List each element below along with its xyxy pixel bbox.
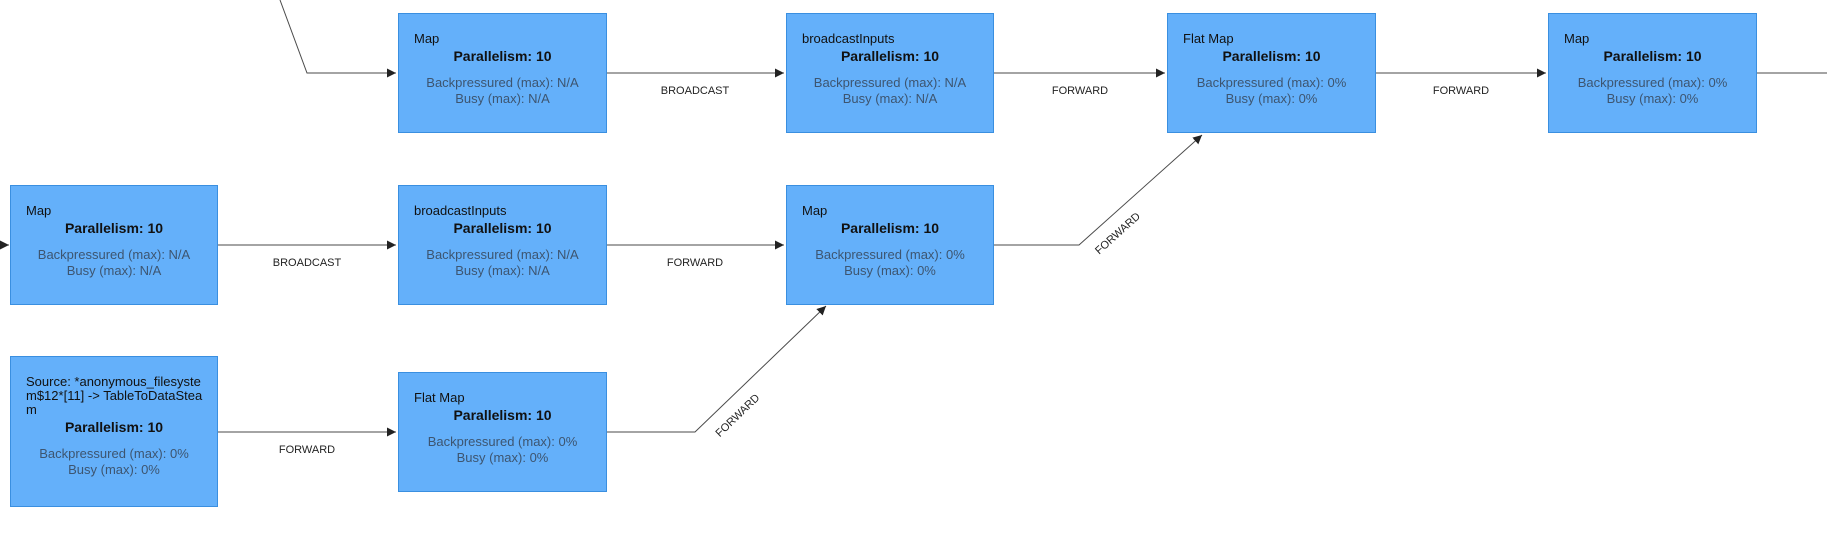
operator-node-broadcast-inputs[interactable]: broadcastInputs Parallelism: 10 Backpres… [398, 185, 607, 305]
node-backpressured: Backpressured (max): N/A [426, 247, 579, 262]
node-busy: Busy (max): 0% [456, 450, 549, 465]
node-backpressured: Backpressured (max): 0% [427, 434, 578, 449]
operator-node-flat-map[interactable]: Flat Map Parallelism: 10 Backpressured (… [1167, 13, 1376, 133]
operator-node-broadcast-inputs[interactable]: broadcastInputs Parallelism: 10 Backpres… [786, 13, 994, 133]
node-title: Map [802, 203, 828, 218]
node-parallelism: Parallelism: 10 [64, 220, 164, 236]
operator-node-map[interactable]: Map Parallelism: 10 Backpressured (max):… [10, 185, 218, 305]
node-busy: Busy (max): 0% [68, 462, 160, 477]
node-title: Flat Map [1183, 31, 1234, 46]
node-parallelism: Parallelism: 10 [453, 407, 552, 423]
node-busy: Busy (max): 0% [844, 263, 936, 278]
node-title: Map [1564, 31, 1590, 46]
node-backpressured: Backpressured (max): N/A [37, 247, 191, 262]
node-title: Source: *anonymous_filesystem$12*[11] ->… [26, 374, 203, 417]
node-busy: Busy (max): 0% [1225, 91, 1318, 106]
edge-label: FORWARD [279, 444, 335, 456]
node-busy: Busy (max): N/A [66, 263, 162, 278]
node-parallelism: Parallelism: 10 [1222, 48, 1321, 64]
node-busy: Busy (max): N/A [842, 91, 938, 106]
node-backpressured: Backpressured (max): 0% [815, 247, 965, 262]
node-parallelism: Parallelism: 10 [453, 220, 552, 236]
edge-label: FORWARD [1433, 85, 1489, 97]
operator-node-map[interactable]: Map Parallelism: 10 Backpressured (max):… [398, 13, 607, 133]
operator-node-map[interactable]: Map Parallelism: 10 Backpressured (max):… [1548, 13, 1757, 133]
operator-node-map[interactable]: Map Parallelism: 10 Backpressured (max):… [786, 185, 994, 305]
edge-label: FORWARD [714, 392, 763, 440]
node-parallelism: Parallelism: 10 [840, 48, 940, 64]
node-busy: Busy (max): N/A [455, 263, 550, 278]
node-backpressured: Backpressured (max): 0% [1196, 75, 1347, 90]
node-backpressured: Backpressured (max): 0% [39, 446, 189, 461]
node-backpressured: Backpressured (max): N/A [426, 75, 579, 90]
edge-e8 [994, 134, 1203, 246]
operator-node-flat-map[interactable]: Flat Map Parallelism: 10 Backpressured (… [398, 372, 607, 492]
node-title: Map [26, 203, 52, 218]
node-title: broadcastInputs [414, 203, 507, 218]
node-busy: Busy (max): N/A [455, 91, 550, 106]
node-busy: Busy (max): 0% [1606, 91, 1699, 106]
node-parallelism: Parallelism: 10 [840, 220, 940, 236]
node-title: Map [414, 31, 440, 46]
operator-node-source[interactable]: Source: *anonymous_filesystem$12*[11] ->… [10, 356, 218, 507]
node-backpressured: Backpressured (max): N/A [813, 75, 967, 90]
node-backpressured: Backpressured (max): 0% [1577, 75, 1728, 90]
edge-label: BROADCAST [273, 257, 342, 269]
node-parallelism: Parallelism: 10 [64, 419, 164, 435]
edge-label: FORWARD [1052, 85, 1108, 97]
edge-e10 [607, 305, 827, 433]
edge-label: BROADCAST [661, 85, 730, 97]
edge-e0 [279, 0, 396, 78]
edge-label: FORWARD [667, 257, 723, 269]
node-parallelism: Parallelism: 10 [453, 48, 552, 64]
edge-label: FORWARD [1093, 210, 1143, 257]
node-title: broadcastInputs [802, 31, 895, 46]
node-title: Flat Map [414, 390, 465, 405]
node-parallelism: Parallelism: 10 [1603, 48, 1702, 64]
